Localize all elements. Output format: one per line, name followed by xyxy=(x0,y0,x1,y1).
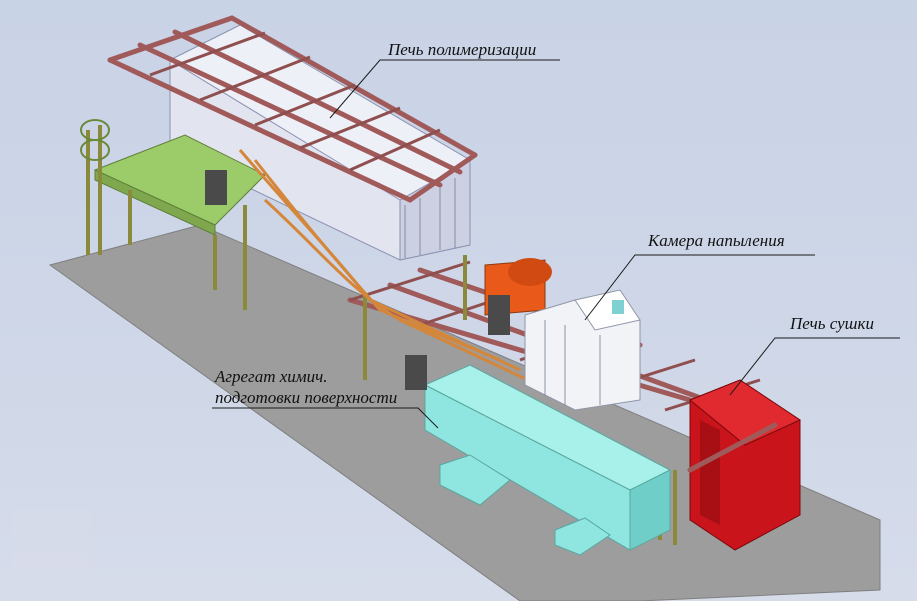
oven-roof-frame xyxy=(107,15,478,203)
label-drying-oven: Печь сушки xyxy=(789,314,874,333)
label-polymerization-oven: Печь полимеризации xyxy=(387,40,536,59)
label-spray-booth: Камера напыления xyxy=(647,231,785,250)
powder-pipes xyxy=(238,149,561,397)
spray-booth xyxy=(484,258,641,411)
chemical-prep-unit xyxy=(405,355,672,556)
blank-corner-panel xyxy=(12,508,90,586)
control-cabinet xyxy=(205,170,227,205)
callouts xyxy=(212,59,900,429)
drying-oven xyxy=(687,379,802,551)
label-chem-unit-line2: подготовки поверхности xyxy=(215,388,397,407)
access-ladder xyxy=(80,119,110,255)
label-chem-unit-line1: Агрегат химич. xyxy=(214,367,327,386)
service-platform xyxy=(80,119,266,310)
